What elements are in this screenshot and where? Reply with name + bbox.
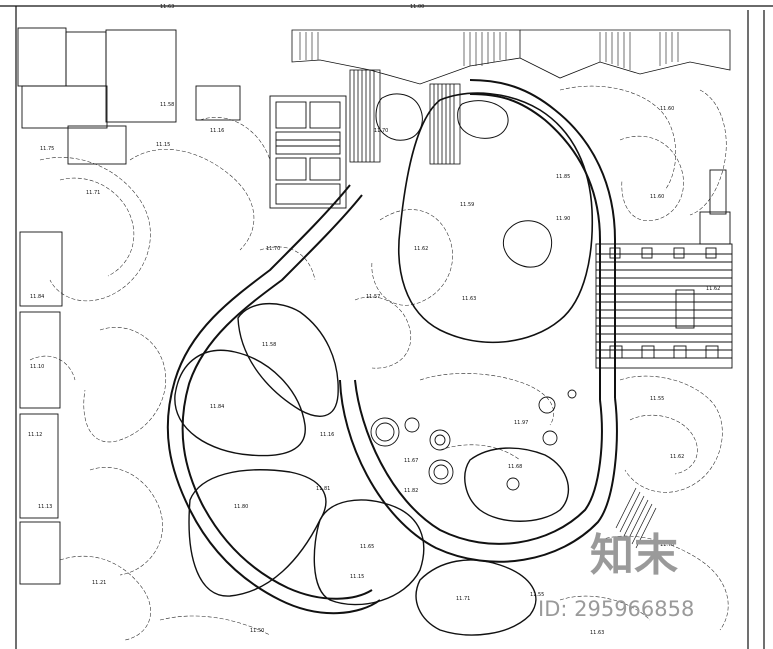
label-interior-9: 11.62 [414, 246, 428, 252]
label-interior-7: 11.16 [320, 432, 334, 438]
drawing-frame [0, 5, 773, 649]
label-interior-11: 11.63 [462, 296, 476, 302]
label-bottom-4: 11.70 [660, 542, 674, 548]
label-interior-16: 11.67 [404, 458, 418, 464]
label-top-1: 11.63 [160, 4, 174, 10]
label-interior-10: 11.59 [460, 202, 474, 208]
label-interior-12: 11.85 [556, 174, 570, 180]
label-east-4: 11.62 [670, 454, 684, 460]
label-west-8: 11.58 [160, 102, 174, 108]
lawn-islands [174, 302, 570, 636]
label-west-7: 11.21 [92, 580, 106, 586]
label-interior-6: 11.71 [456, 596, 470, 602]
label-east-2: 11.62 [706, 286, 720, 292]
label-west-6: 11.13 [38, 504, 52, 510]
label-interior-1: 11.84 [210, 404, 224, 410]
central-lake [375, 92, 594, 344]
contour-lines [29, 85, 729, 641]
watermark: 知末 ID: 295966858 [538, 530, 694, 621]
pavilion-building [269, 95, 347, 209]
label-interior-19: 11.70 [374, 128, 388, 134]
label-bottom-1: 11.50 [250, 628, 264, 634]
label-west-4: 11.10 [30, 364, 44, 370]
label-west-9: 11.16 [210, 128, 224, 134]
watermark-logo: 知末 [590, 530, 678, 581]
plaza-features [370, 389, 577, 491]
label-interior-3: 11.80 [234, 504, 248, 510]
label-bottom-2: 11.55 [530, 592, 544, 598]
label-east-5: 11.60 [650, 194, 664, 200]
main-paths [166, 79, 618, 615]
label-interior-18: 11.81 [316, 486, 330, 492]
label-interior-14: 11.97 [514, 420, 528, 426]
label-west-1: 11.75 [40, 146, 54, 152]
elevation-labels: 11.63 11.00 11.75 11.71 11.84 11.10 11.1… [28, 4, 720, 636]
label-east-3: 11.55 [650, 396, 664, 402]
label-interior-4: 11.65 [360, 544, 374, 550]
east-deck [595, 169, 733, 369]
label-west-10: 11.15 [156, 142, 170, 148]
west-building-blocks [17, 27, 241, 585]
label-west-3: 11.84 [30, 294, 44, 300]
label-east-1: 11.60 [660, 106, 674, 112]
hatched-deck-block [349, 69, 461, 165]
label-interior-5: 11.15 [350, 574, 364, 580]
north-deck-strip [291, 29, 731, 85]
label-west-11: 11.70 [266, 246, 280, 252]
label-west-2: 11.71 [86, 190, 100, 196]
label-interior-13: 11.90 [556, 216, 570, 222]
label-interior-2: 11.58 [262, 342, 276, 348]
deck-planks [299, 32, 679, 70]
label-bottom-3: 11.63 [590, 630, 604, 636]
watermark-id: ID: 295966858 [538, 597, 694, 621]
hatched-area [615, 487, 657, 549]
label-west-5: 11.12 [28, 432, 42, 438]
label-top-2: 11.00 [410, 4, 424, 10]
label-interior-8: 11.57 [366, 294, 380, 300]
label-interior-15: 11.68 [508, 464, 522, 470]
label-interior-17: 11.82 [404, 488, 418, 494]
